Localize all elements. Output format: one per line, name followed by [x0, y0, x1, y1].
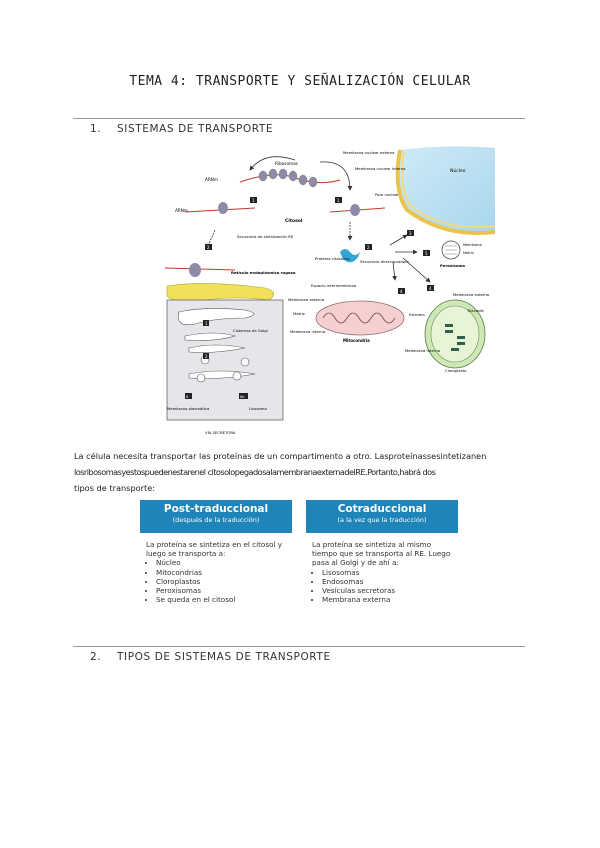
list-item: Cloroplastos [156, 577, 288, 586]
cotraduccional-header: Cotraduccional (a la vez que la traducci… [306, 500, 458, 533]
post-traduccional-body: La proteína se sintetiza en el citosol y… [140, 533, 292, 604]
svg-text:4: 4 [429, 286, 432, 291]
svg-text:4: 4 [400, 289, 403, 294]
label-poro-nuclear: Poro nuclear [375, 192, 399, 197]
label-secuencia-direccionadora: Secuencia direccionadora [360, 259, 409, 264]
svg-text:1: 1 [252, 198, 255, 203]
protein-transport-diagram: Núcleo Membrana nuclear externa Membrana… [164, 146, 496, 435]
label-membrana-externa-1: Membrana externa [288, 297, 324, 302]
label-citosol: Citosol [285, 218, 303, 224]
cotraduccional-text: La proteína se sintetiza al mismo tiempo… [312, 540, 451, 568]
svg-text:6b: 6b [240, 395, 245, 399]
list-item: Peroxisomas [156, 586, 288, 595]
list-item: Núcleo [156, 558, 288, 567]
svg-text:2: 2 [367, 245, 370, 250]
label-proteina-citosolica: Proteína citosólica [315, 256, 350, 261]
label-membrana-interna-2: Membrana interna [405, 348, 440, 353]
cotraduccional-subtitle: (a la vez que la traducción) [337, 516, 427, 524]
label-secuencia-re: Secuencia de señalización RE [237, 234, 294, 239]
label-lisosoma: Lisosoma [249, 406, 267, 411]
svg-text:2: 2 [207, 245, 210, 250]
section-2-heading: 2. TIPOS DE SISTEMAS DE TRANSPORTE [90, 651, 331, 663]
nuclear-envelope-outer [395, 149, 496, 236]
post-traduccional-text: La proteína se sintetiza en el citosol y… [146, 540, 283, 559]
protein-transport-figure: Núcleo Membrana nuclear externa Membrana… [145, 140, 496, 438]
label-mem-nuc-interna: Membrana nuclear interna [355, 166, 405, 171]
label-membrana-interna-1: Membrana interna [290, 329, 325, 334]
label-matriz-1: Matriz [293, 311, 305, 316]
label-arnm-1: ARNm [205, 177, 218, 182]
label-mem-nuc-externa: Membrana nuclear externa [343, 150, 395, 155]
section-2-title: TIPOS DE SISTEMAS DE TRANSPORTE [116, 651, 331, 663]
list-item: Se queda en el citosol [156, 595, 288, 604]
page-title: TEMA 4: TRANSPORTE Y SEÑALIZACIÓN CELULA… [129, 74, 471, 89]
list-item: Vesículas secretoras [322, 586, 454, 595]
label-cloroplasto: Cloroplasto [445, 368, 467, 373]
paragraph-line-2: losribosomasyestospuedenestarenel citoso… [74, 467, 436, 477]
post-traduccional-column: Post-traduccional (después de la traducc… [140, 500, 292, 612]
label-via-secretora: VÍA SECRETORA [205, 430, 236, 435]
paragraph-line-1: La célula necesita transportar las prote… [74, 451, 487, 461]
intro-paragraph: La célula necesita transportar las prote… [74, 448, 526, 496]
label-peroxisoma: Peroxisoma [440, 263, 465, 268]
list-item: Lisosomas [322, 568, 454, 577]
label-matriz-perox: Matriz [463, 251, 474, 255]
list-item: Membrana externa [322, 595, 454, 604]
label-estroma: Estroma [409, 312, 425, 317]
cotraduccional-list: Lisosomas Endosomas Vesículas secretoras… [312, 568, 454, 605]
label-ribosomas: Ribosomas [275, 161, 298, 166]
svg-text:2: 2 [205, 354, 208, 359]
svg-text:1: 1 [337, 198, 340, 203]
section-1-title: SISTEMAS DE TRANSPORTE [116, 123, 274, 135]
label-membrana-externa-2: Membrana externa [453, 292, 489, 297]
svg-text:6: 6 [186, 395, 188, 399]
label-tilacoide: Tilacoide [466, 308, 485, 313]
section-2-rule [73, 646, 525, 647]
label-reticulo: Retículo endoplásmico rugoso [231, 270, 296, 275]
section-1-number: 1. [90, 123, 102, 135]
section-1-rule [73, 118, 525, 119]
label-mitocondria: Mitocondria [343, 338, 370, 343]
cotraduccional-column: Cotraduccional (a la vez que la traducci… [306, 500, 458, 612]
label-cisternas-golgi: Cisternas de Golgi [233, 328, 268, 333]
section-1-heading: 1. SISTEMAS DE TRANSPORTE [90, 123, 273, 135]
cotraduccional-title: Cotraduccional [337, 503, 427, 515]
post-traduccional-header: Post-traduccional (después de la traducc… [140, 500, 292, 533]
post-traduccional-subtitle: (después de la traducción) [172, 516, 260, 524]
svg-text:1: 1 [205, 321, 208, 326]
label-nucleo: Núcleo [450, 167, 466, 174]
post-traduccional-list: Núcleo Mitocondrias Cloroplastos Peroxis… [146, 558, 288, 604]
nucleus-shape [397, 146, 495, 234]
svg-text:3: 3 [409, 231, 412, 236]
transport-types-table: Post-traduccional (después de la traducc… [140, 500, 458, 612]
label-espacio-intermembrana: Espacio intermembrana [311, 283, 356, 288]
list-item: Endosomas [322, 577, 454, 586]
label-membrana-perox: Membrana [463, 243, 482, 247]
label-arnm-2: ARNm [175, 208, 188, 213]
cotraduccional-body: La proteína se sintetiza al mismo tiempo… [306, 533, 458, 604]
svg-text:5: 5 [425, 251, 428, 256]
paragraph-line-3: tipos de transporte: [74, 483, 156, 493]
label-membrana-plasmatica: Membrana plasmática [167, 406, 209, 411]
section-2-number: 2. [90, 651, 102, 663]
nuclear-envelope-inner [401, 151, 496, 229]
list-item: Mitocondrias [156, 568, 288, 577]
post-traduccional-title: Post-traduccional [163, 503, 269, 515]
